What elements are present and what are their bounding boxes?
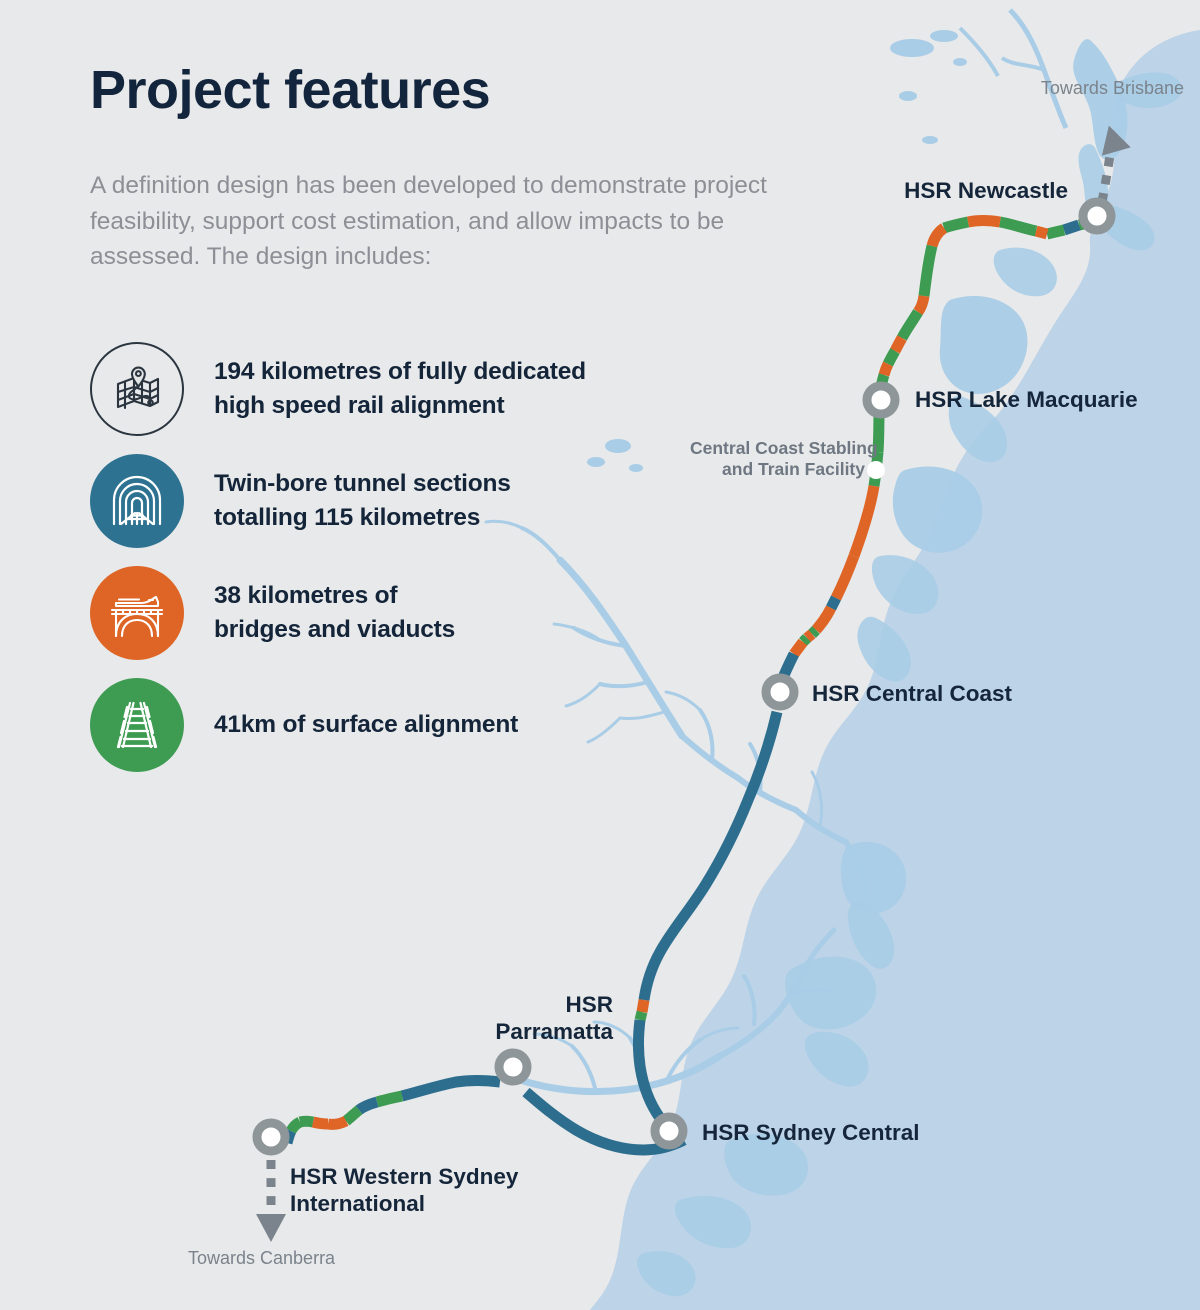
station-label-lake-macquarie: HSR Lake Macquarie	[915, 387, 1138, 412]
intro-paragraph: A definition design has been developed t…	[90, 172, 767, 271]
station-label-central-coast: HSR Central Coast	[812, 681, 1013, 706]
legend-item-surface[interactable]: 41km of surface alignment	[90, 669, 730, 781]
page-title: Project features	[90, 60, 491, 120]
legend-item-tunnel-text: Twin-bore tunnel sections totalling 115 …	[214, 467, 511, 535]
legend-item-tunnel[interactable]: Twin-bore tunnel sections totalling 115 …	[90, 445, 730, 557]
legend-item-bridges-text: 38 kilometres of bridges and viaducts	[214, 579, 455, 647]
facility-label-line1: Central Coast Stabling	[690, 438, 878, 458]
legend-item-bridges-line2: bridges and viaducts	[214, 616, 456, 643]
legend-item-alignment[interactable]: 194 kilometres of fully dedicated high s…	[90, 333, 730, 445]
station-label-western-sydney-line2: International	[290, 1191, 426, 1216]
legend-item-alignment-line2: high speed rail alignment	[214, 392, 505, 419]
tunnel-icon	[90, 454, 184, 548]
viaduct-bridge-icon	[90, 566, 184, 660]
legend-item-surface-line1: 41km of surface alignment	[214, 711, 519, 739]
railway-track-icon	[90, 678, 184, 772]
towards-canberra-label: Towards Canberra	[188, 1248, 336, 1268]
station-ring-icon-newcastle[interactable]	[1078, 197, 1116, 235]
legend-item-bridges[interactable]: 38 kilometres of bridges and viaducts	[90, 557, 730, 669]
legend-item-tunnel-line1: Twin-bore tunnel sections	[214, 470, 511, 498]
legend-item-surface-text: 41km of surface alignment	[214, 708, 518, 742]
legend-item-alignment-line1: 194 kilometres of fully dedicated	[214, 358, 586, 386]
towards-brisbane-label: Towards Brisbane	[1040, 78, 1184, 98]
features-panel: Project features A definition design has…	[0, 0, 800, 820]
direction-arrow-canberra	[256, 1159, 286, 1242]
station-label-newcastle: HSR Newcastle	[904, 178, 1068, 203]
inland-waterways	[484, 8, 1182, 1297]
station-ring-icon-central-coast[interactable]	[761, 673, 799, 711]
station-ring-icon-parramatta[interactable]	[494, 1048, 532, 1086]
station-label-parramatta-line2: Parramatta	[495, 1019, 613, 1044]
station-label-parramatta-line1: HSR	[565, 992, 613, 1017]
station-label-sydney-central: HSR Sydney Central	[702, 1120, 920, 1145]
station-ring-icon-sydney-central[interactable]	[650, 1112, 688, 1150]
map-alignment-icon	[90, 342, 184, 436]
facility-dot-icon[interactable]	[867, 461, 885, 479]
legend-list: 194 kilometres of fully dedicated high s…	[90, 333, 730, 781]
station-ring-icon-western-sydney[interactable]	[252, 1118, 290, 1156]
facility-label-line2: and Train Facility	[722, 459, 865, 480]
legend-item-bridges-line1: 38 kilometres of	[214, 582, 398, 610]
station-markers	[252, 197, 1116, 1156]
station-ring-icon-lake-macquarie[interactable]	[862, 381, 900, 419]
direction-arrow-brisbane	[1097, 125, 1131, 203]
station-label-western-sydney-line1: HSR Western Sydney	[290, 1164, 519, 1189]
legend-item-alignment-text: 194 kilometres of fully dedicated high s…	[214, 355, 586, 423]
legend-item-tunnel-line2: totalling 115 kilometres	[214, 504, 481, 531]
